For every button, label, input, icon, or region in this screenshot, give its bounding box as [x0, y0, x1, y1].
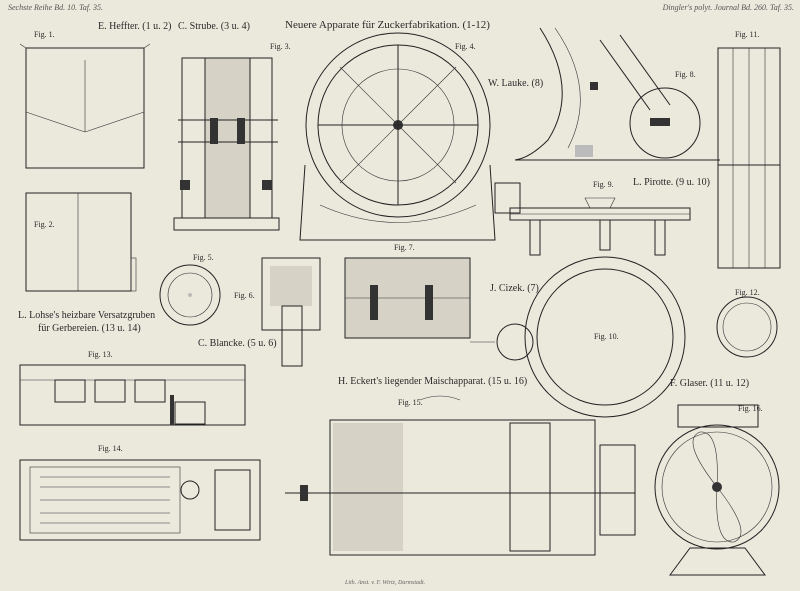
fig-13-label: Fig. 13. — [88, 350, 113, 359]
fig11-drawing — [717, 47, 781, 269]
caption-lauke: W. Lauke. (8) — [488, 78, 544, 89]
fig9-drawing — [494, 182, 691, 256]
fig2-drawing — [25, 192, 137, 292]
fig-15-label: Fig. 15. — [398, 398, 423, 407]
fig-16-label: Fig. 16. — [738, 404, 763, 413]
caption-lohse-1: L. Lohse's heizbare Versatzgruben — [18, 310, 156, 321]
fig12-drawing — [716, 296, 778, 358]
fig-5-label: Fig. 5. — [193, 253, 214, 262]
plate-title: Neuere Apparate für Zuckerfabrikation. (… — [285, 19, 490, 31]
fig-9-label: Fig. 9. — [593, 180, 614, 189]
fig1-drawing — [19, 43, 151, 169]
fig15-drawing — [285, 395, 636, 556]
header-right: Dingler's polyt. Journal Bd. 260. Taf. 3… — [662, 3, 794, 12]
fig8-drawing — [514, 27, 720, 161]
fig5-drawing — [159, 264, 221, 326]
caption-eckert: H. Eckert's liegender Maischapparat. (15… — [338, 376, 528, 387]
fig-12-label: Fig. 12. — [735, 288, 760, 297]
fig-4-label: Fig. 4. — [455, 42, 476, 51]
lithographer-credit: Lith. Anst. v. F. Wirtz, Darmstadt. — [345, 580, 426, 586]
caption-blancke: C. Blancke. (5 u. 6) — [198, 338, 277, 349]
fig-8-label: Fig. 8. — [675, 70, 696, 79]
caption-pirotte: L. Pirotte. (9 u. 10) — [633, 177, 710, 188]
fig7-drawing — [344, 257, 471, 339]
caption-heffter: E. Heffter. (1 u. 2) — [98, 21, 172, 32]
fig-14-label: Fig. 14. — [98, 444, 123, 453]
fig16-drawing — [654, 404, 780, 576]
caption-lohse-2: für Gerbereien. (13 u. 14) — [38, 323, 141, 334]
header-left: Sechste Reihe Bd. 10. Taf. 35. — [8, 3, 104, 12]
fig-11-label: Fig. 11. — [735, 30, 760, 39]
fig-10-label: Fig. 10. — [594, 332, 619, 341]
fig10-drawing — [470, 256, 686, 418]
fig13-drawing — [19, 364, 246, 426]
fig4-drawing — [299, 32, 496, 241]
fig-7-label: Fig. 7. — [394, 243, 415, 252]
fig6-drawing — [261, 257, 321, 367]
fig-6-label: Fig. 6. — [234, 291, 255, 300]
fig-2-label: Fig. 2. — [34, 220, 55, 229]
fig3-drawing — [173, 57, 280, 231]
caption-glaser: F. Glaser. (11 u. 12) — [670, 378, 750, 389]
caption-strube: C. Strube. (3 u. 4) — [178, 21, 250, 32]
fig14-drawing — [19, 459, 261, 541]
caption-cizek: J. Cizek. (7) — [490, 283, 539, 294]
fig-3-label: Fig. 3. — [270, 42, 291, 51]
fig-1-label: Fig. 1. — [34, 30, 55, 39]
